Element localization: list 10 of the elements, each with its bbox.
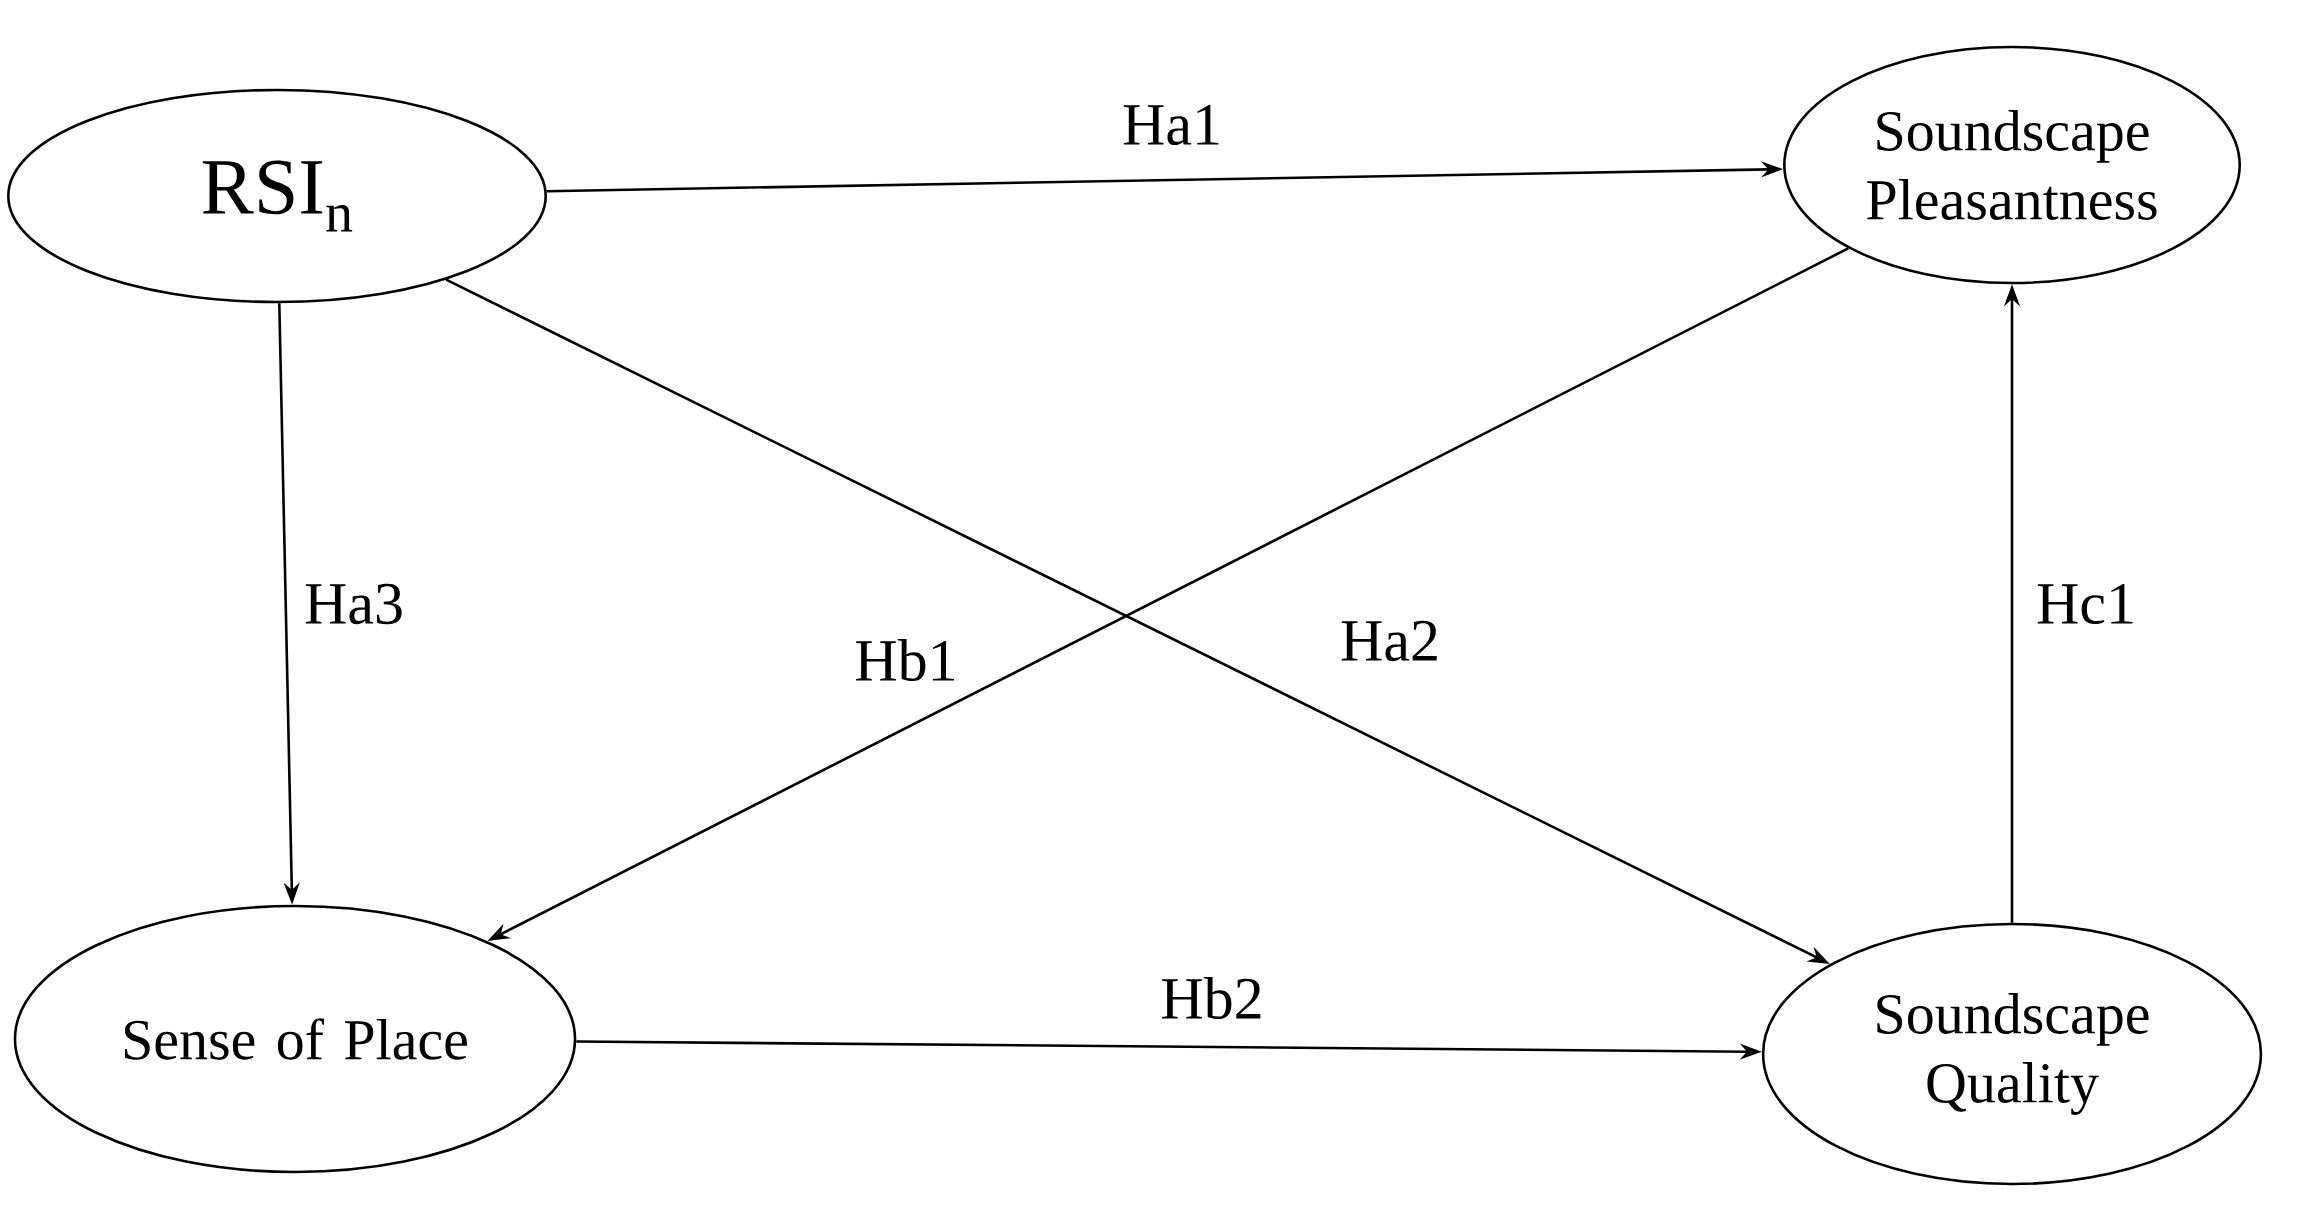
- edge-label: Hb1: [851, 635, 961, 685]
- edge-label: Hb2: [1157, 973, 1267, 1023]
- ellipse-node: Soundscape Pleasantness: [1783, 45, 2241, 285]
- ellipse-node: Soundscape Quality: [1761, 922, 2263, 1186]
- edge-label: Hc1: [2033, 580, 2139, 628]
- ellipse-node: Sense of Place: [13, 904, 577, 1174]
- edge-label: Ha3: [301, 580, 407, 628]
- ellipse-node: RSI$_{n}$: [7, 88, 547, 304]
- edge-label: Ha1: [1119, 101, 1225, 149]
- edge-label: Ha2: [1337, 617, 1443, 665]
